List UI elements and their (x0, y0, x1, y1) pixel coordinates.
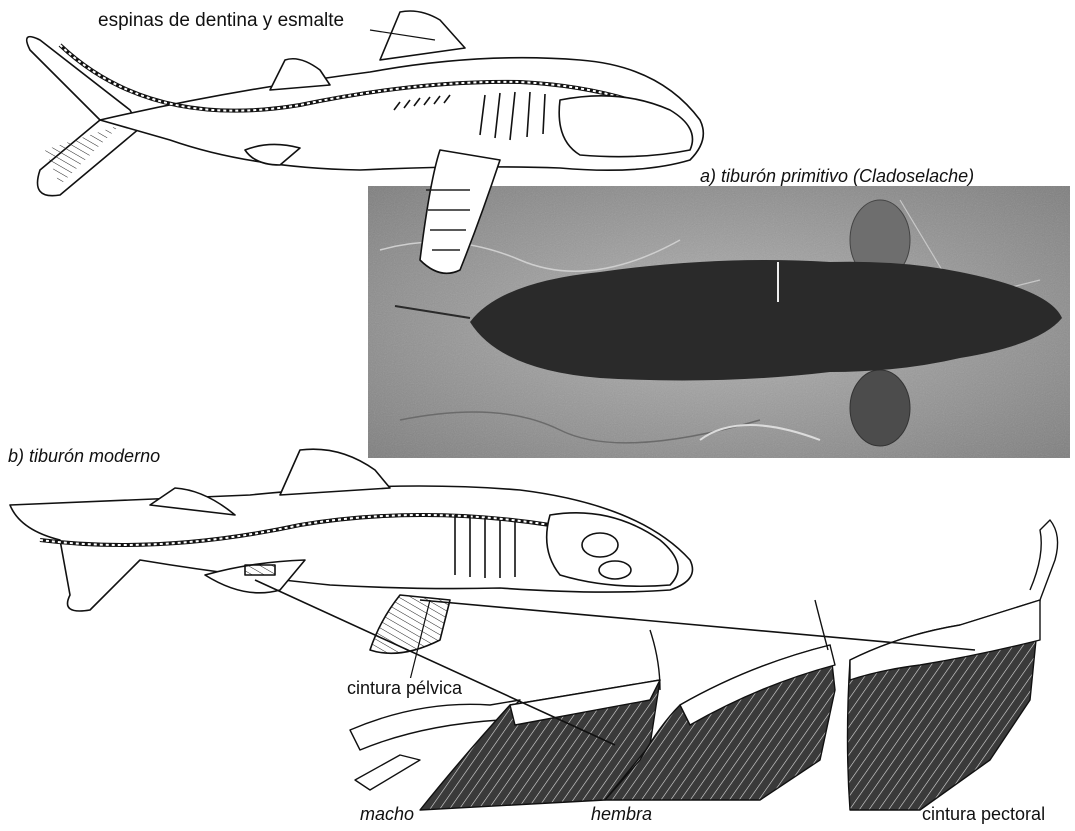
primitive-shark-label: a) tiburón primitivo (Cladoselache) (700, 166, 974, 187)
male-label: macho (360, 804, 414, 825)
modern-shark-label: b) tiburón moderno (8, 446, 160, 467)
modern-shark-drawing (10, 449, 693, 653)
pectoral-girdle-label: cintura pectoral (922, 804, 1045, 825)
female-label: hembra (591, 804, 652, 825)
male-pelvic-fin (350, 630, 660, 810)
spines-label: espinas de dentina y esmalte (98, 10, 344, 32)
pectoral-fin (848, 520, 1058, 810)
pelvic-girdle-label: cintura pélvica (345, 678, 464, 699)
